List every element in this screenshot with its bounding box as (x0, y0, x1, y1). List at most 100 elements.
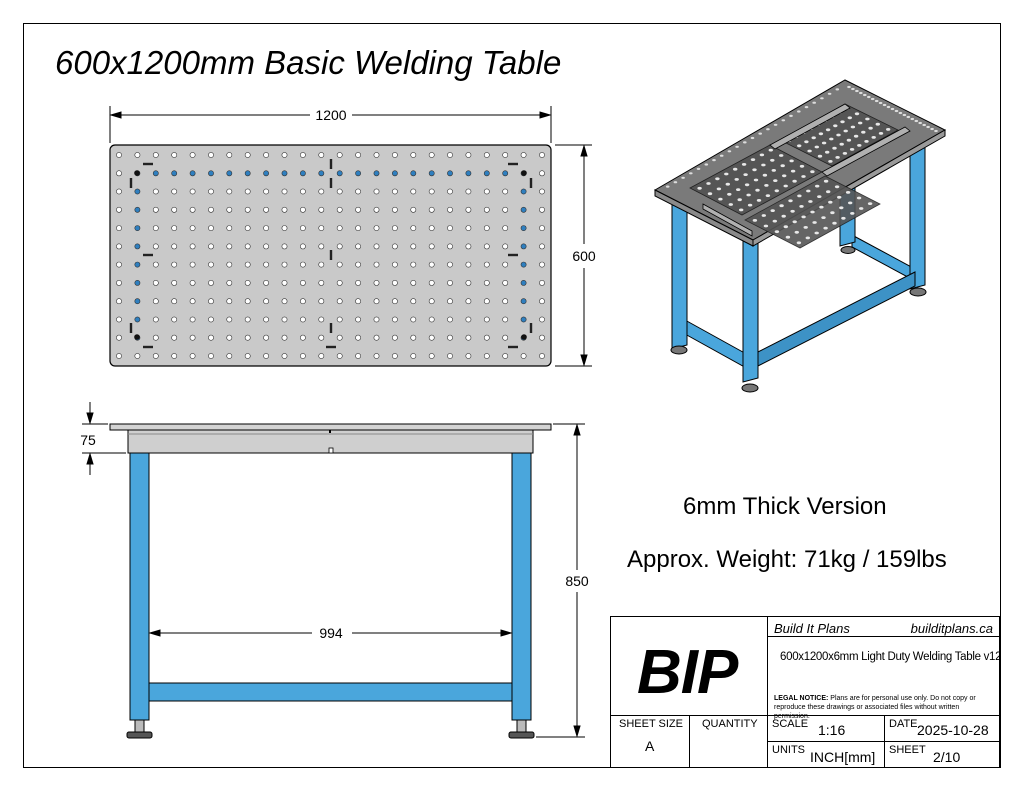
fixture-hole (520, 279, 527, 286)
sheet-border (23, 23, 1001, 768)
sheet-size-label: SHEET SIZE (619, 718, 683, 730)
fixture-hole (465, 316, 472, 323)
bip-logo: BIP (637, 638, 738, 707)
iso-hole (734, 178, 739, 181)
iso-hole (750, 158, 756, 162)
fixture-hole (483, 170, 490, 177)
iso-edge-hole (863, 93, 867, 97)
fixture-hole (226, 243, 233, 250)
fixture-hole (336, 279, 343, 286)
sheet-size-value: A (645, 738, 655, 754)
fixture-hole (152, 206, 159, 213)
fixture-hole (171, 152, 178, 158)
fixture-hole (318, 170, 325, 177)
fixture-hole (428, 298, 435, 305)
sheet-label: SHEET (889, 744, 926, 756)
fixture-hole (318, 206, 325, 213)
scale-cell: SCALE 1:16 (767, 715, 885, 742)
iso-edge-hole (870, 97, 875, 101)
iso-hole (835, 156, 840, 159)
fixture-hole (299, 334, 306, 341)
fixture-hole (281, 261, 288, 268)
fixture-hole (134, 353, 141, 359)
iso-edge-hole (890, 107, 895, 111)
fixture-hole (263, 316, 269, 323)
fixture-hole (208, 170, 214, 177)
iso-edge-hole (766, 128, 770, 131)
fixture-hole (483, 334, 490, 341)
fixture-hole (391, 316, 398, 323)
fixture-hole (428, 243, 435, 250)
bolt-marker (508, 253, 518, 257)
iso-edge-hole (847, 85, 851, 89)
iso-edge-hole (898, 111, 903, 115)
fixture-hole (502, 188, 509, 195)
fixture-hole (355, 353, 361, 359)
fixture-hole (373, 261, 380, 268)
iso-hole (799, 205, 804, 208)
iso-edge-hole (922, 123, 926, 127)
bolt-marker (529, 323, 533, 333)
fixture-hole (410, 152, 417, 158)
fixture-hole (355, 298, 361, 305)
iso-hole (861, 130, 866, 134)
iso-edge-hole (773, 123, 778, 126)
fixture-hole (391, 170, 398, 177)
fixture-hole (244, 279, 251, 286)
fixture-hole (226, 170, 233, 177)
top-width-label: 600 (572, 248, 596, 264)
bolt-marker (508, 345, 518, 349)
fixture-hole (483, 225, 490, 231)
fixture-hole (465, 188, 472, 195)
fixture-hole (355, 170, 361, 177)
iso-hole (849, 148, 855, 151)
fixture-hole (208, 316, 214, 323)
iso-hole (790, 209, 795, 213)
thickness-note: 6mm Thick Version (683, 493, 887, 520)
fixture-hole (502, 243, 509, 250)
iso-hole (736, 188, 741, 192)
iso-edge-hole (750, 136, 755, 140)
fixture-hole (318, 334, 325, 341)
fixture-hole (226, 353, 233, 359)
iso-edge-hole (689, 172, 693, 175)
fixture-hole (447, 261, 453, 268)
iso-edge-hole (882, 103, 887, 107)
fixture-hole (483, 279, 490, 286)
iso-hole (697, 186, 702, 190)
units-label: UNITS (772, 744, 805, 756)
bolt-marker (529, 178, 533, 188)
fixture-hole (355, 188, 361, 195)
iso-hole (747, 203, 753, 207)
iso-hole (826, 190, 831, 194)
fixture-hole (520, 152, 527, 158)
fixture-hole (520, 261, 527, 268)
fixture-hole (447, 316, 453, 323)
fixture-hole (171, 188, 178, 195)
fixture-hole (410, 170, 417, 177)
iso-hole (737, 198, 742, 202)
iso-hole (833, 124, 838, 128)
front-left-leg (129, 452, 150, 721)
fixture-hole (410, 353, 417, 359)
iso-hole (868, 126, 873, 130)
fixture-holes (116, 152, 545, 359)
fixture-hole (447, 170, 453, 177)
fixture-hole (539, 243, 545, 250)
iso-hole (846, 138, 852, 142)
iso-hole (803, 226, 808, 229)
iso-hole (796, 241, 802, 245)
fixture-hole (539, 206, 545, 213)
fixture-hole (189, 170, 196, 177)
fixture-hole (189, 206, 196, 213)
iso-hole (864, 140, 869, 143)
iso-hole (724, 172, 729, 176)
fixture-hole (410, 334, 417, 341)
scale-value: 1:16 (818, 722, 846, 738)
fixture-hole (171, 298, 178, 305)
fixture-hole (318, 243, 325, 250)
date-label: DATE (889, 718, 918, 730)
fixture-hole (465, 334, 472, 341)
iso-edge-hole (878, 101, 883, 105)
fixture-hole (281, 243, 288, 250)
